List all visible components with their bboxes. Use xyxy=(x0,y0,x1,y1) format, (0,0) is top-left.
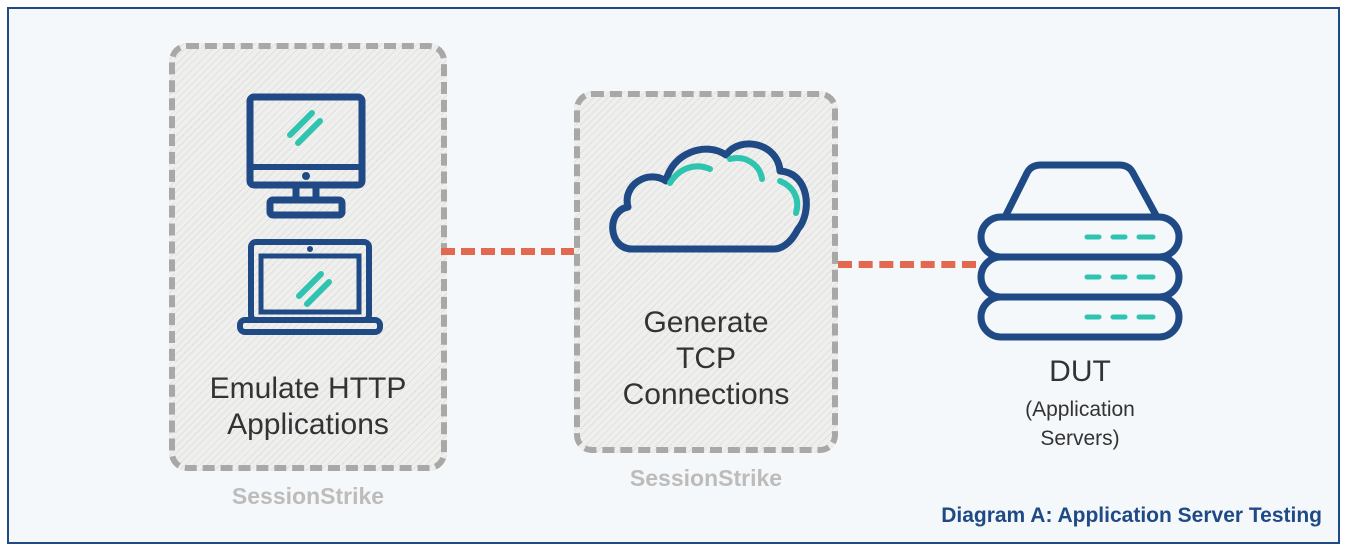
link-middle-to-dut xyxy=(838,261,976,268)
diagram-frame: Emulate HTTP Applications SessionStrike … xyxy=(7,7,1340,544)
dut-subtitle-line1: (Application xyxy=(1025,398,1135,421)
laptop-icon xyxy=(237,239,383,335)
left-box-label: Emulate HTTP Applications xyxy=(175,371,441,443)
cloud-icon xyxy=(609,140,810,253)
middle-box-label-line2: TCP xyxy=(676,342,736,375)
diagram-caption: Diagram A: Application Server Testing xyxy=(941,504,1322,527)
link-left-to-middle xyxy=(441,248,575,255)
middle-box-label-line3: Connections xyxy=(622,378,790,411)
left-sessionstrike-box: Emulate HTTP Applications xyxy=(169,43,447,471)
middle-sessionstrike-box: Generate TCP Connections xyxy=(574,91,838,453)
dut-subtitle-line2: Servers) xyxy=(1040,427,1120,450)
middle-box-label-line1: Generate xyxy=(643,306,769,339)
left-box-brand: SessionStrike xyxy=(231,483,385,509)
middle-box-label: Generate TCP Connections xyxy=(580,305,832,413)
dut-title: DUT xyxy=(1049,355,1111,388)
desktop-monitor-icon xyxy=(246,93,366,219)
dut-subtitle: (Application Servers) xyxy=(985,395,1175,453)
server-stack-icon xyxy=(977,161,1183,341)
left-box-label-line1: Emulate HTTP xyxy=(209,372,407,405)
left-box-label-line2: Applications xyxy=(227,408,389,441)
middle-box-brand: SessionStrike xyxy=(629,465,783,491)
